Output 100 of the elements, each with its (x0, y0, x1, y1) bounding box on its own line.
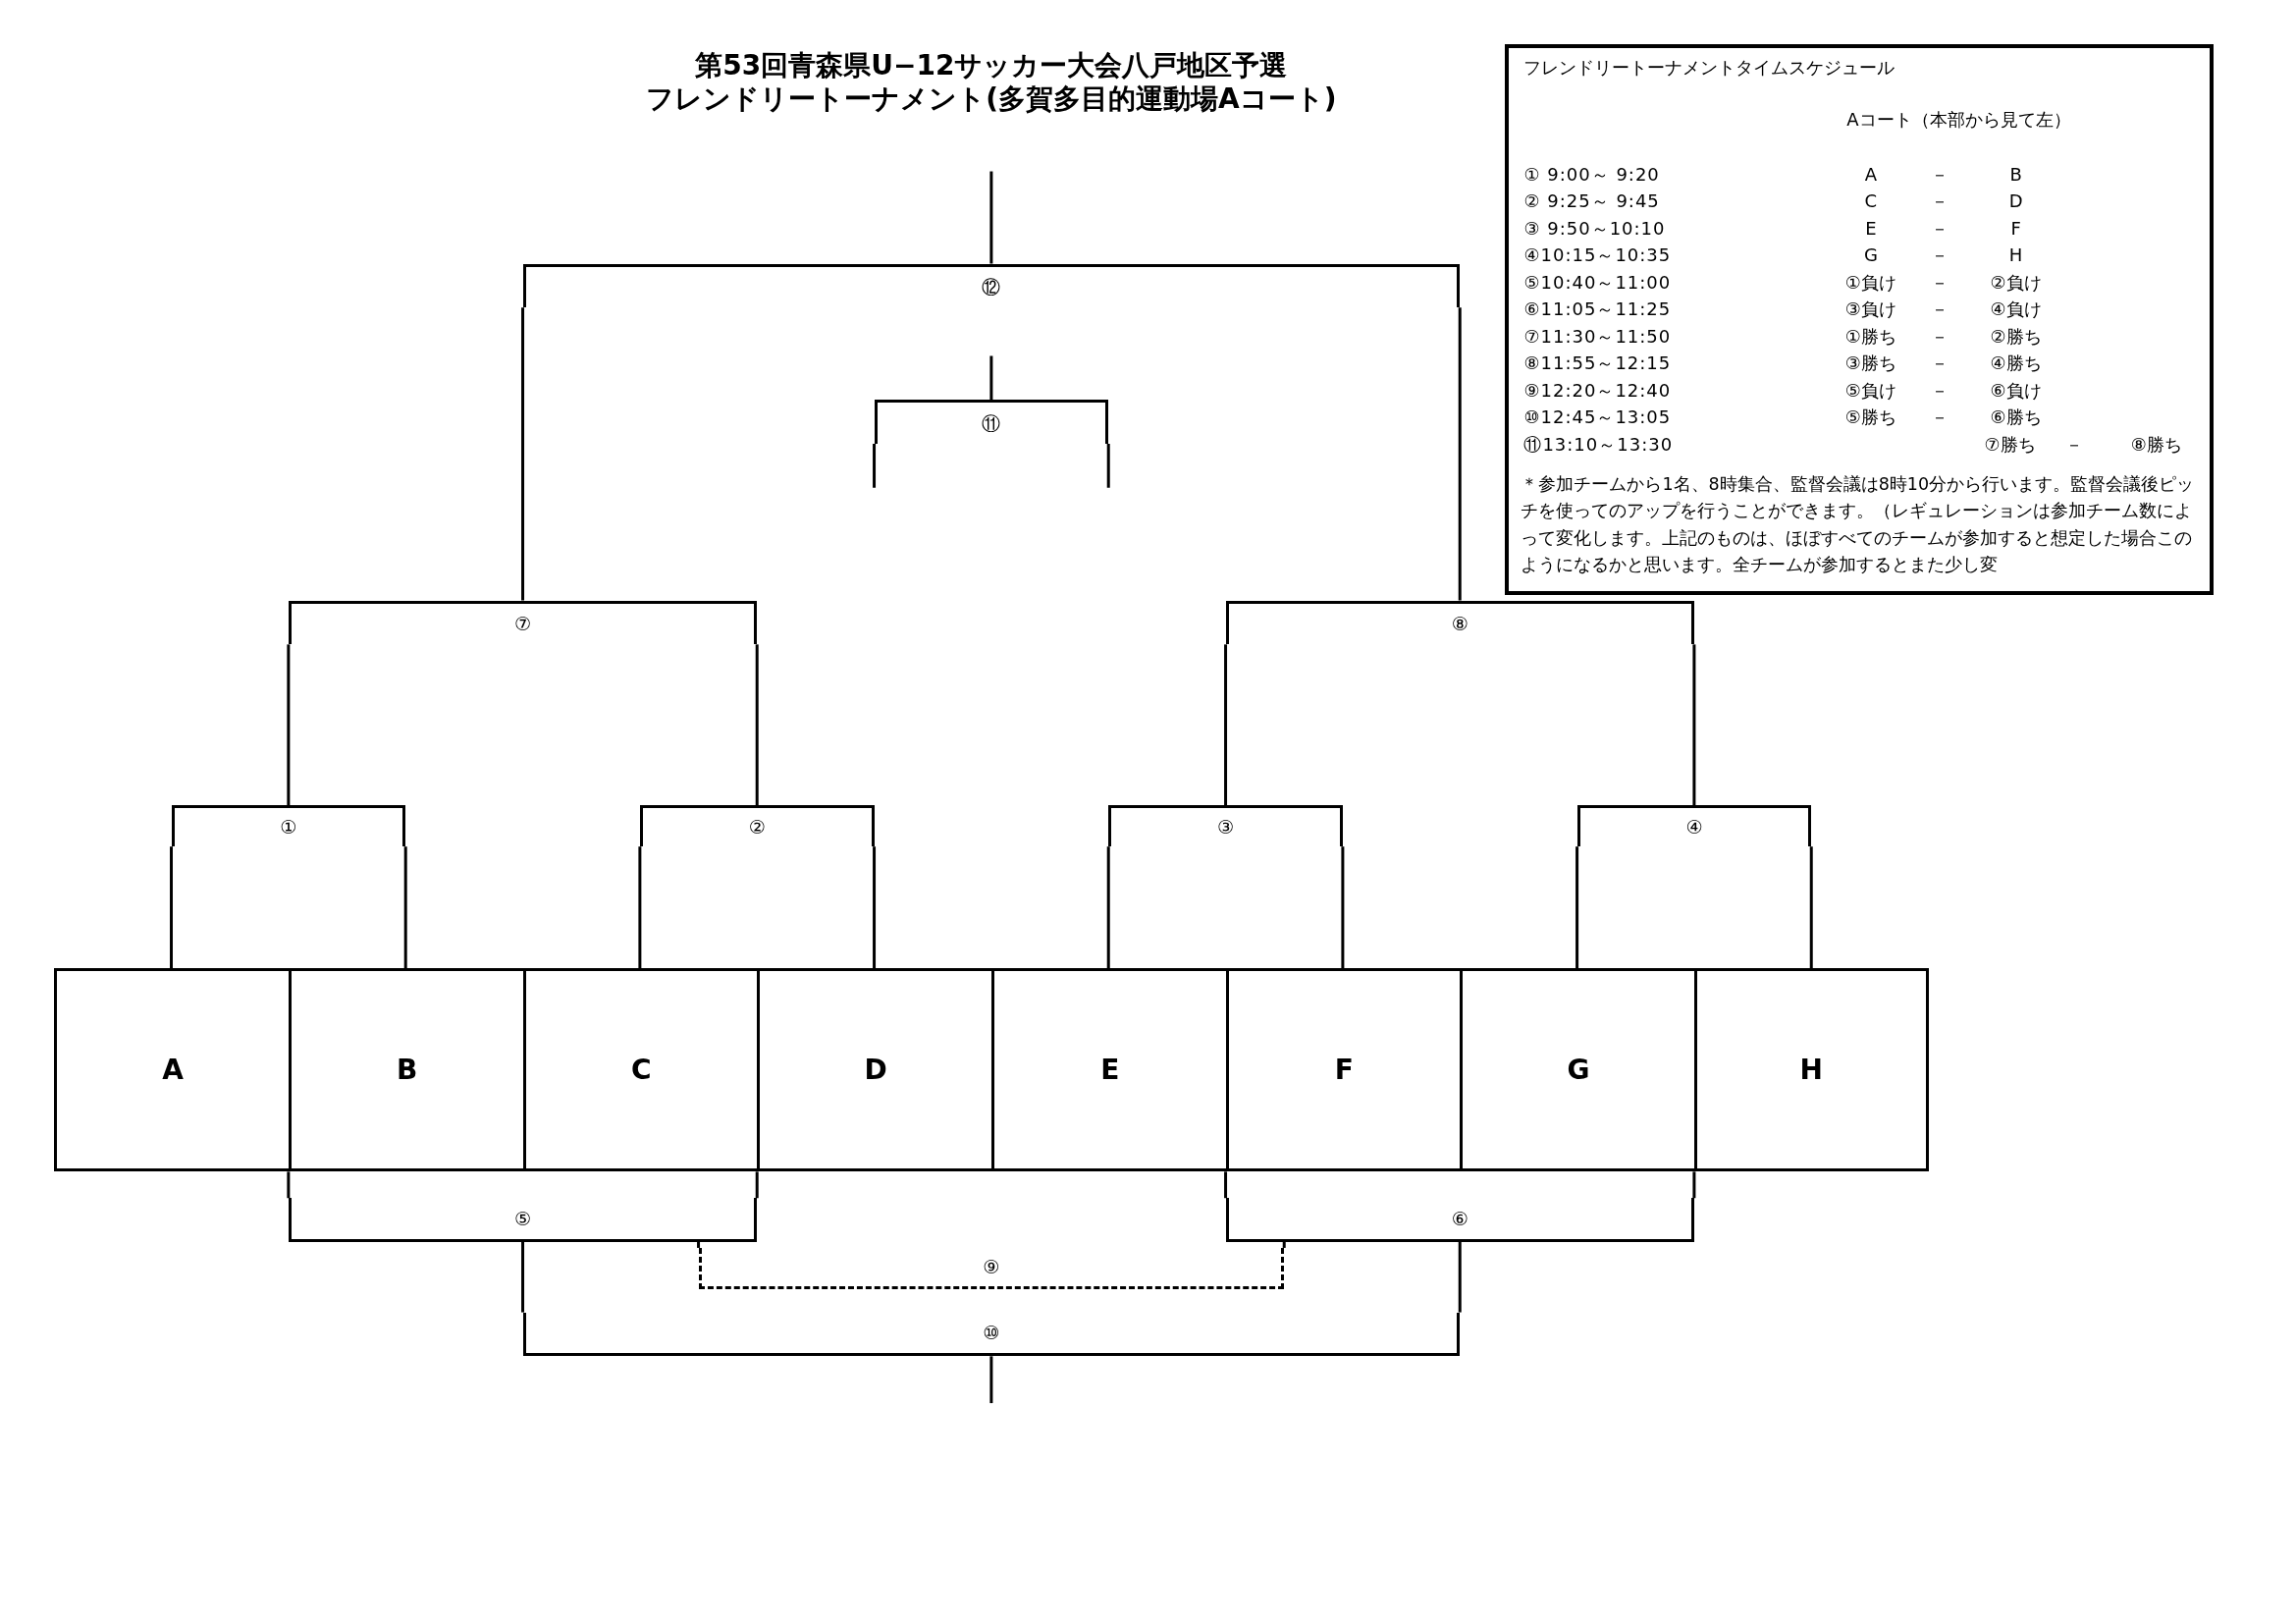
bracket-line (755, 1171, 759, 1199)
bracket-line (1106, 444, 1110, 488)
match-team: ⑦勝ち (1984, 433, 2036, 456)
time-slot: ⑥11:05～11:25 (1523, 298, 1672, 320)
match-team: ①勝ち (1844, 325, 1896, 348)
match-team: F (2010, 217, 2021, 240)
versus-dash: － (1931, 217, 1949, 240)
versus-dash: － (1931, 163, 1949, 186)
bracket-line (989, 355, 993, 401)
match-team: ⑧勝ち (2130, 433, 2182, 456)
schedule-panel (1505, 43, 2215, 595)
match-number: ⑨ (983, 1257, 1000, 1276)
match-number: ⑤ (514, 1209, 532, 1228)
match-team: ⑥負け (1990, 379, 2042, 402)
match-number: ⑩ (983, 1323, 1000, 1342)
bracket-line (287, 1171, 291, 1199)
versus-dash: － (1931, 271, 1949, 294)
match-number: ⑧ (1451, 614, 1468, 633)
bracket-line (1809, 846, 1813, 968)
bracket-line (1282, 1241, 1286, 1248)
versus-dash: － (1931, 379, 1949, 402)
bracket-line (1458, 1241, 1462, 1313)
match-team: ④勝ち (1990, 352, 2042, 374)
match-team: ②勝ち (1990, 325, 2042, 348)
match-team: E (1865, 217, 1877, 240)
time-slot: ② 9:25～ 9:45 (1523, 190, 1660, 212)
time-slot: ① 9:00～ 9:20 (1523, 163, 1660, 186)
team-name: H (1799, 1054, 1823, 1087)
bracket-bar (171, 805, 406, 847)
time-slot: ⑧11:55～12:15 (1523, 352, 1672, 374)
match-number: ③ (1217, 818, 1235, 838)
bracket-bar (698, 1247, 1285, 1289)
bracket-line (697, 1241, 701, 1248)
team-box (288, 968, 523, 1172)
court-heading: Aコート（本部から見て左） (1846, 109, 2071, 131)
team-box (54, 968, 289, 1172)
bracket-bar (1225, 600, 1694, 645)
bracket-line (989, 171, 993, 264)
bracket-line (1692, 1171, 1696, 1199)
match-team: ②負け (1990, 271, 2042, 294)
match-team: A (1864, 163, 1878, 186)
bracket-line (521, 1241, 525, 1313)
bracket-line (1224, 1171, 1228, 1199)
bracket-bar (288, 600, 758, 645)
team-box (757, 968, 991, 1172)
bracket-line (1106, 846, 1110, 968)
bracket-line (638, 846, 642, 968)
bracket-line (521, 307, 525, 601)
match-team: G (1863, 244, 1878, 266)
match-team: ⑤勝ち (1844, 406, 1896, 428)
bracket-bar (1225, 1198, 1694, 1242)
bracket-bar (1576, 805, 1812, 847)
team-box (1460, 968, 1694, 1172)
bracket-bar (288, 1198, 758, 1242)
match-team: ⑤負け (1844, 379, 1896, 402)
schedule-heading: フレンドリートーナメントタイムスケジュール (1523, 56, 1896, 79)
time-slot: ⑦11:30～11:50 (1523, 325, 1672, 348)
team-name: E (1100, 1054, 1120, 1087)
bracket-line (1575, 846, 1579, 968)
bracket-line (873, 444, 877, 488)
bracket-bar (522, 1312, 1461, 1357)
team-name: B (397, 1054, 418, 1087)
team-box (990, 968, 1226, 1172)
bracket-line (1692, 644, 1696, 806)
time-slot: ⑤10:40～11:00 (1523, 271, 1672, 294)
time-slot: ⑪13:10～13:30 (1523, 433, 1674, 456)
versus-dash: － (1931, 406, 1949, 428)
match-number: ⑥ (1451, 1209, 1468, 1228)
bracket-bar (874, 400, 1109, 444)
bracket-line (1458, 307, 1462, 601)
team-name: G (1567, 1054, 1590, 1087)
match-team: H (2008, 244, 2023, 266)
note-text: ＊参加チームから1名、8時集合、監督会議は8時10分から行います。監督会議後ピッチを使ってのアップを行うことができます。（レギュレーションは参加チーム数によって変化します。上記のものは、ほぼすべてのチームが参加すると想定した場合このようになるかと思います。全チームが参加するとまた少し変 (1521, 472, 2196, 577)
versus-dash: － (1931, 190, 1949, 212)
match-number: ⑪ (982, 413, 1001, 433)
time-slot: ⑩12:45～13:05 (1523, 406, 1672, 428)
versus-dash: － (1931, 244, 1949, 266)
time-slot: ③ 9:50～10:10 (1523, 217, 1666, 240)
team-name: C (631, 1054, 652, 1087)
bracket-line (989, 1356, 993, 1404)
versus-dash: － (1931, 325, 1949, 348)
bracket-line (755, 644, 759, 806)
team-box (1225, 968, 1461, 1172)
bracket-line (873, 846, 877, 968)
match-team: D (2008, 190, 2023, 212)
bracket-line (1341, 846, 1345, 968)
team-name: F (1334, 1054, 1354, 1087)
versus-dash: － (1931, 352, 1949, 374)
team-name: A (162, 1054, 184, 1087)
team-box (1693, 968, 1929, 1172)
bracket-bar (1108, 805, 1343, 847)
match-number: ⑫ (982, 277, 1001, 297)
bracket-line (403, 846, 407, 968)
match-team: C (1864, 190, 1878, 212)
match-team: ③負け (1844, 298, 1896, 320)
bracket-line (287, 644, 291, 806)
match-number: ④ (1685, 818, 1703, 838)
match-team: B (2009, 163, 2022, 186)
bracket-line (170, 846, 174, 968)
bracket-bar (639, 805, 875, 847)
